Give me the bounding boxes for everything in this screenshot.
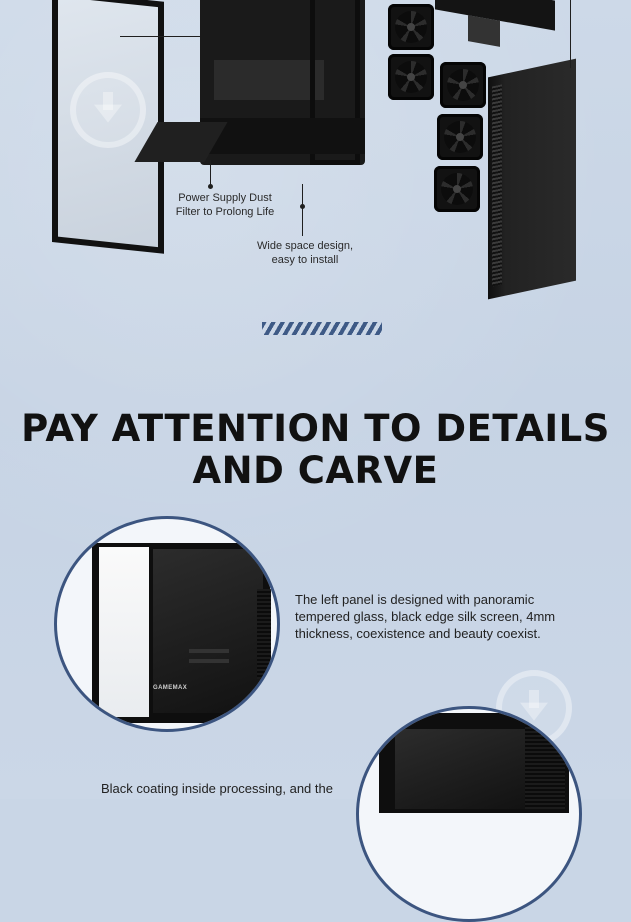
black-coating-desc-line1: Black coating inside processing, and the <box>101 781 333 796</box>
case-interior <box>153 549 263 713</box>
drive-bay <box>214 60 324 100</box>
section-headline: PAY ATTENTION TO DETAILS AND CARVE <box>0 408 631 492</box>
callout-dot <box>208 184 213 189</box>
case-mesh-panel <box>525 719 565 809</box>
case-brand-logo: GAMEMAX <box>153 685 188 691</box>
case-glass-window <box>395 729 525 809</box>
interior-detail-circle <box>356 706 582 922</box>
psu-shroud <box>200 118 365 154</box>
psu-shroud-grill <box>257 589 271 679</box>
callout-leader <box>570 0 571 68</box>
dust-filter-caption: Power Supply Dust Filter to Prolong Life <box>160 191 290 219</box>
expansion-slot <box>189 659 229 663</box>
left-panel-desc-line2: tempered glass, black edge silk screen, … <box>295 609 556 624</box>
chassis-frame <box>310 0 360 165</box>
dust-filter-caption-line2: Filter to Prolong Life <box>175 206 275 218</box>
black-coating-description: Black coating inside processing, and the <box>101 780 361 797</box>
right-side-panel <box>488 58 576 300</box>
wide-space-caption-line1: Wide space design, <box>257 240 353 252</box>
callout-dot <box>300 204 305 209</box>
headline-line2: AND CARVE <box>192 449 439 492</box>
case-fan <box>434 166 480 212</box>
wide-space-caption: Wide space design, easy to install <box>240 239 370 267</box>
top-filter <box>468 15 500 47</box>
download-watermark-icon <box>70 72 146 148</box>
callout-leader <box>120 36 200 37</box>
left-panel-desc-line1: The left panel is designed with panorami… <box>295 592 535 607</box>
callout-leader <box>302 184 303 236</box>
expansion-slot <box>189 649 229 653</box>
left-panel-desc-line3: thickness, coexistence and beauty coexis… <box>295 626 541 641</box>
callout-leader <box>210 160 211 186</box>
side-panel-vent <box>492 84 502 287</box>
left-panel-description: The left panel is designed with panorami… <box>295 591 605 642</box>
exploded-case-illustration: Power Supply Dust Filter to Prolong Life… <box>0 0 631 300</box>
glass-side-panel <box>99 547 149 717</box>
glass-panel-detail-circle: GAMEMAX <box>54 516 280 732</box>
dust-filter-caption-line1: Power Supply Dust <box>178 192 272 204</box>
case-fan <box>388 4 434 50</box>
stripe-divider <box>262 322 382 335</box>
case-chassis <box>200 0 365 165</box>
case-fan <box>440 62 486 108</box>
wide-space-caption-line2: easy to install <box>271 254 339 266</box>
case-fan <box>388 54 434 100</box>
case-fan <box>437 114 483 160</box>
headline-line1: PAY ATTENTION TO DETAILS <box>21 407 610 450</box>
